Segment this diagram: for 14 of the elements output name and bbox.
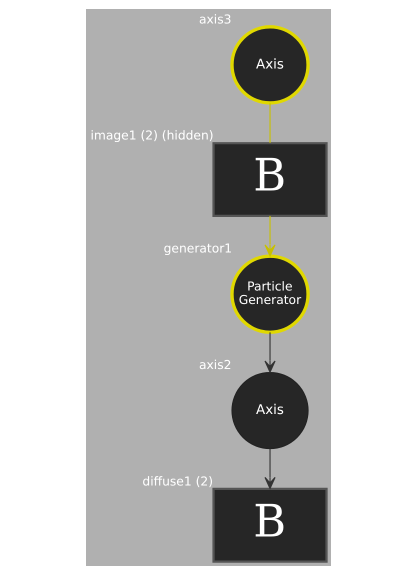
node-box: B [212, 142, 328, 218]
arrow [264, 448, 276, 490]
connector [268, 103, 270, 143]
node-label: image1 (2) (hidden) [90, 128, 214, 143]
node-circle: Particle Generator [230, 254, 310, 334]
arrow [264, 216, 276, 257]
node-label: generator1 [163, 242, 232, 256]
node-box: B [212, 488, 328, 563]
node-circle: Axis [230, 372, 308, 450]
node-label: diffuse1 (2) [142, 474, 213, 488]
node-label: axis2 [198, 358, 231, 372]
node-label: axis3 [198, 12, 231, 26]
node-circle: Axis [230, 25, 310, 105]
arrow [264, 332, 276, 373]
